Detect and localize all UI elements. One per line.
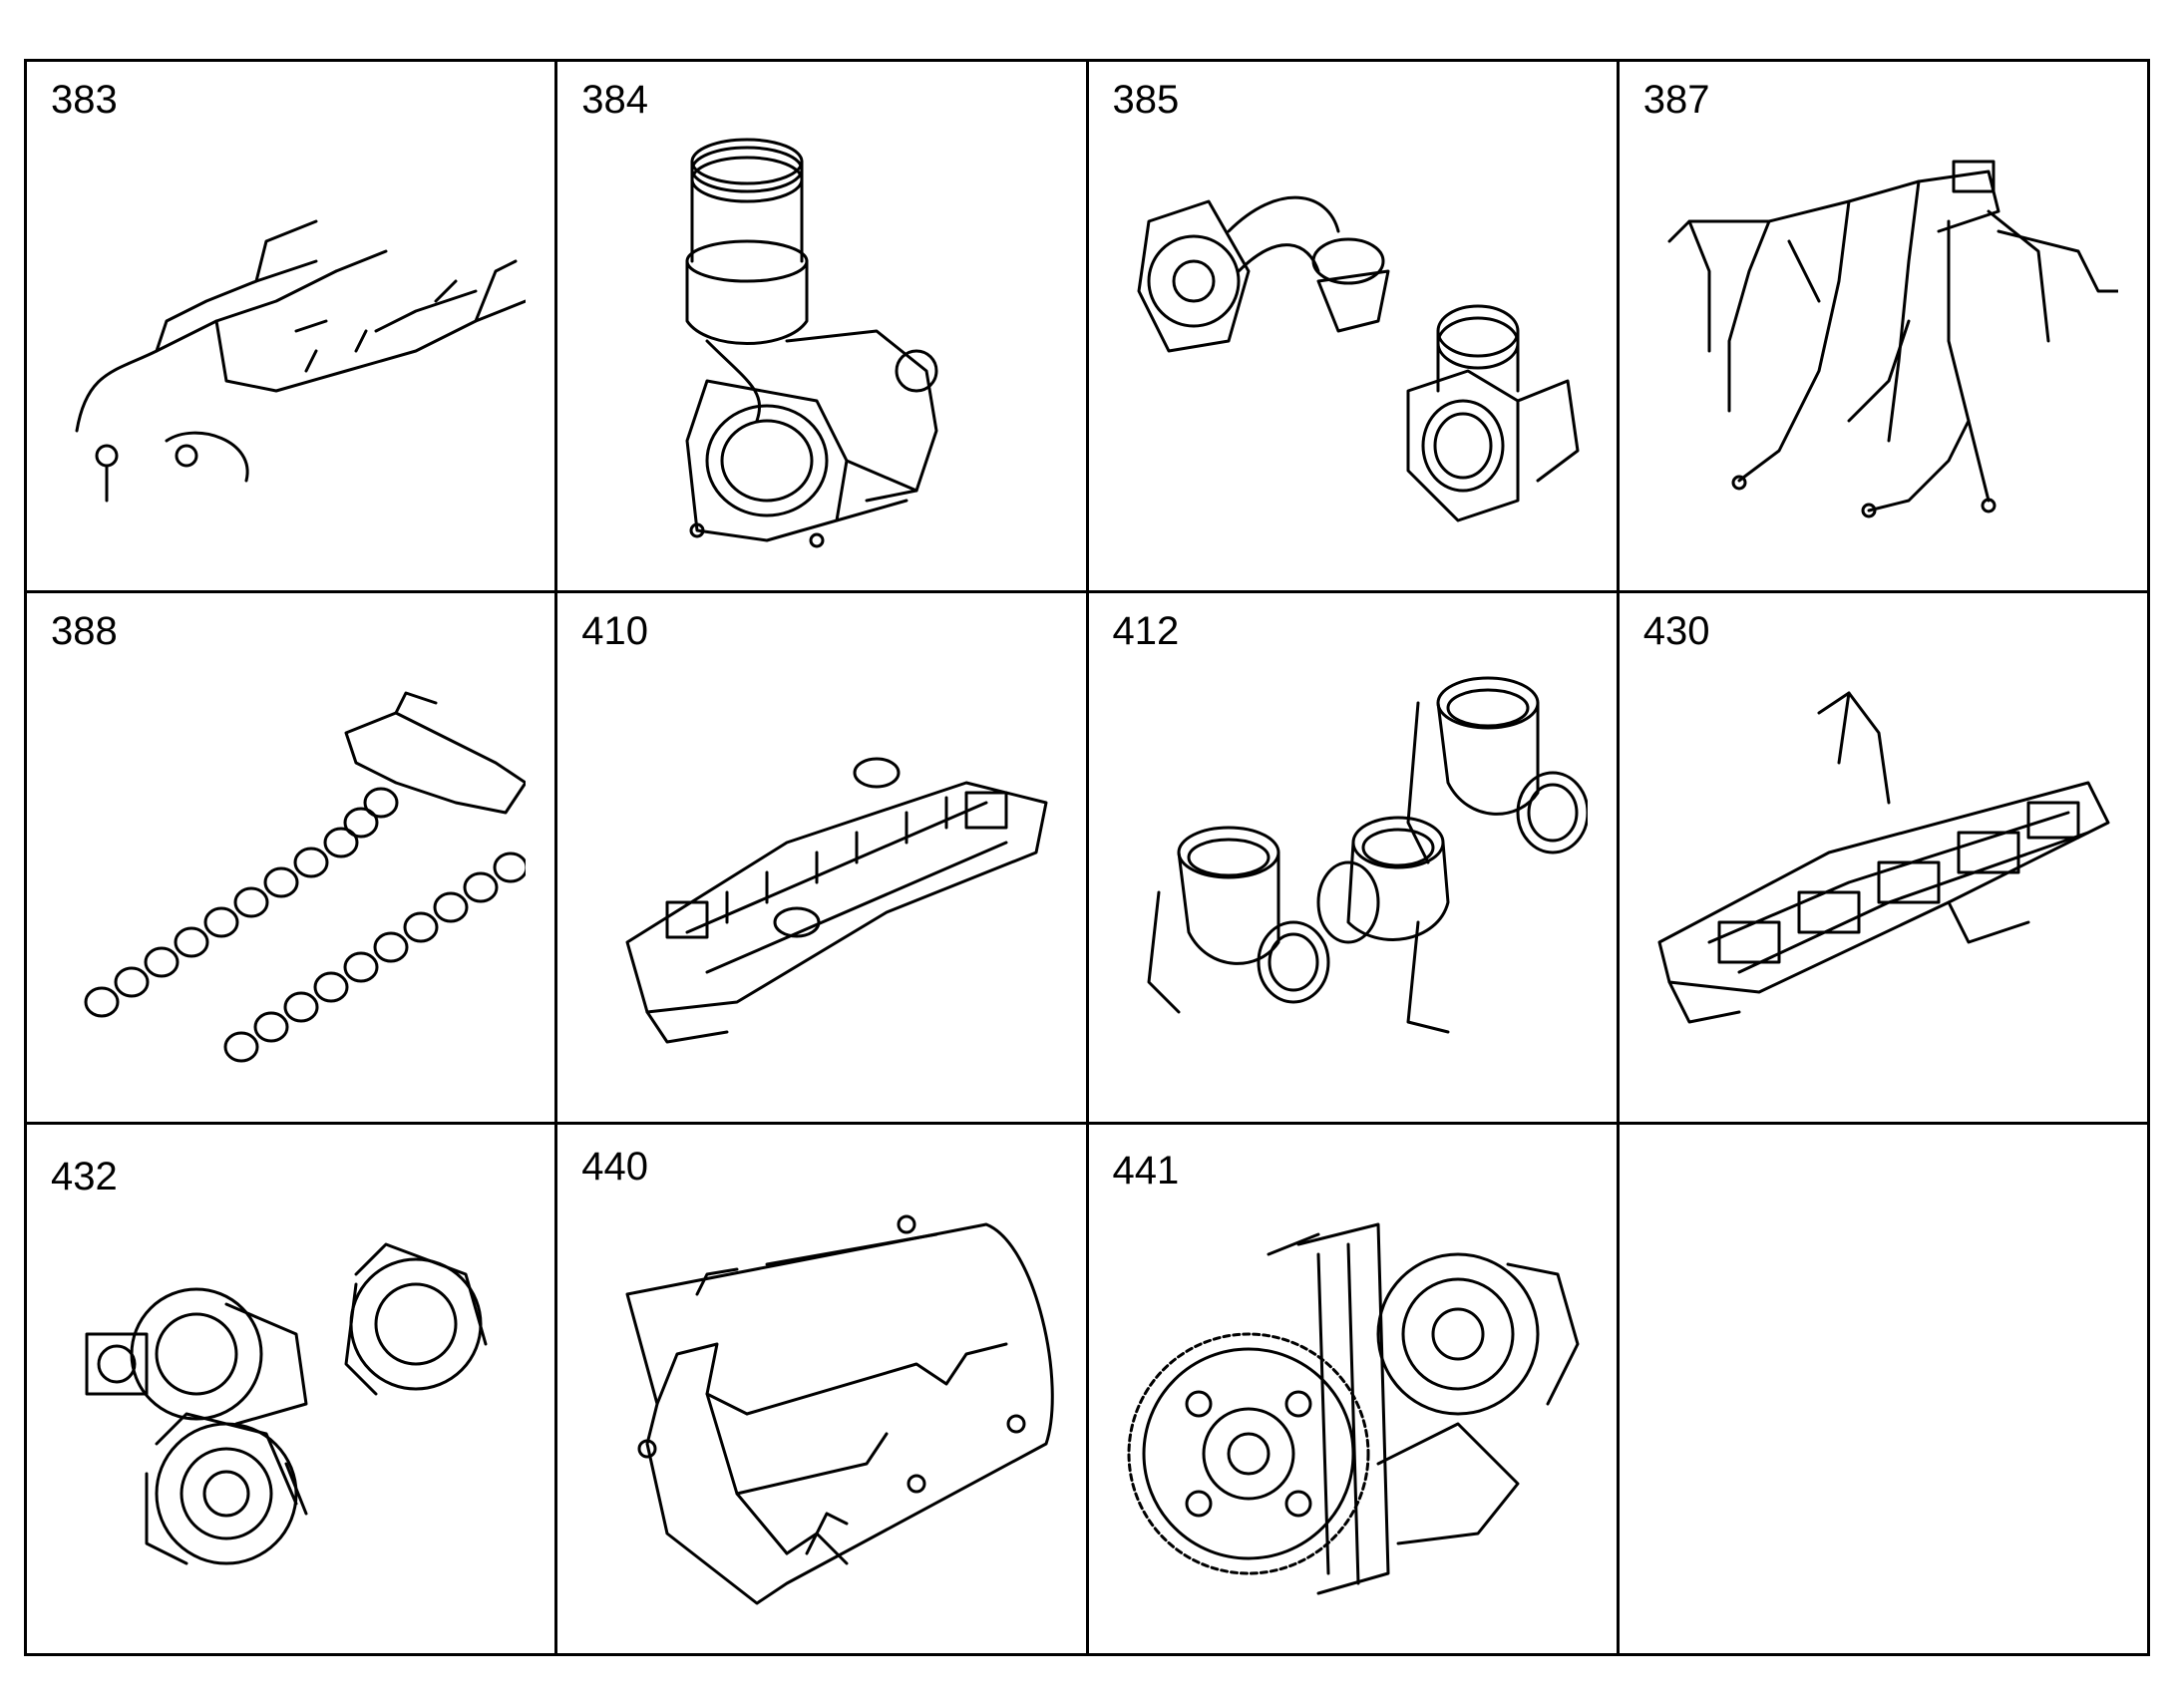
part-cell-387[interactable]: 387 (1619, 62, 2150, 593)
part-cell-410[interactable]: 410 (557, 593, 1089, 1125)
part-number: 441 (1112, 1149, 1180, 1193)
part-cell-440[interactable]: 440 (557, 1125, 1089, 1656)
part-number: 432 (51, 1155, 118, 1198)
part-number: 412 (1112, 609, 1180, 653)
part-number: 387 (1642, 78, 1710, 122)
wiring-harness-drawing (1649, 122, 2120, 570)
part-number: 388 (51, 609, 118, 653)
part-number: 410 (581, 609, 648, 653)
cover-housing-drawing (587, 1185, 1056, 1633)
parts-grid: 383 384 (24, 59, 2150, 1656)
part-number: 385 (1112, 78, 1180, 122)
part-number: 430 (1642, 609, 1710, 653)
part-number: 440 (581, 1145, 648, 1189)
part-cell-441[interactable]: 441 (1088, 1125, 1620, 1656)
manifold-sleeves-drawing (57, 653, 529, 1102)
part-cell-412[interactable]: 412 (1088, 593, 1620, 1125)
elbow-pipes-drawing (1119, 122, 1588, 570)
part-number: 383 (51, 78, 118, 122)
part-number: 384 (581, 78, 648, 122)
part-cell-385[interactable]: 385 (1088, 62, 1620, 593)
part-cell-383[interactable]: 383 (27, 62, 558, 593)
part-cell-430[interactable]: 430 (1619, 593, 2150, 1125)
harness-lines-drawing (57, 122, 528, 570)
part-cell-388[interactable]: 388 (27, 593, 558, 1125)
part-cell-384[interactable]: 384 (557, 62, 1089, 593)
turbochargers-drawing (57, 1185, 526, 1633)
part-cell-432[interactable]: 432 (27, 1125, 558, 1656)
frame-housing-drawing (1649, 653, 2118, 1102)
intake-manifold-drawing (587, 653, 1056, 1102)
exhaust-elbows-drawing (1119, 653, 1589, 1102)
elbow-housing-drawing (587, 122, 1056, 570)
empty-cell (1619, 1125, 2150, 1656)
gear-drive-assembly-drawing (1119, 1185, 1588, 1633)
